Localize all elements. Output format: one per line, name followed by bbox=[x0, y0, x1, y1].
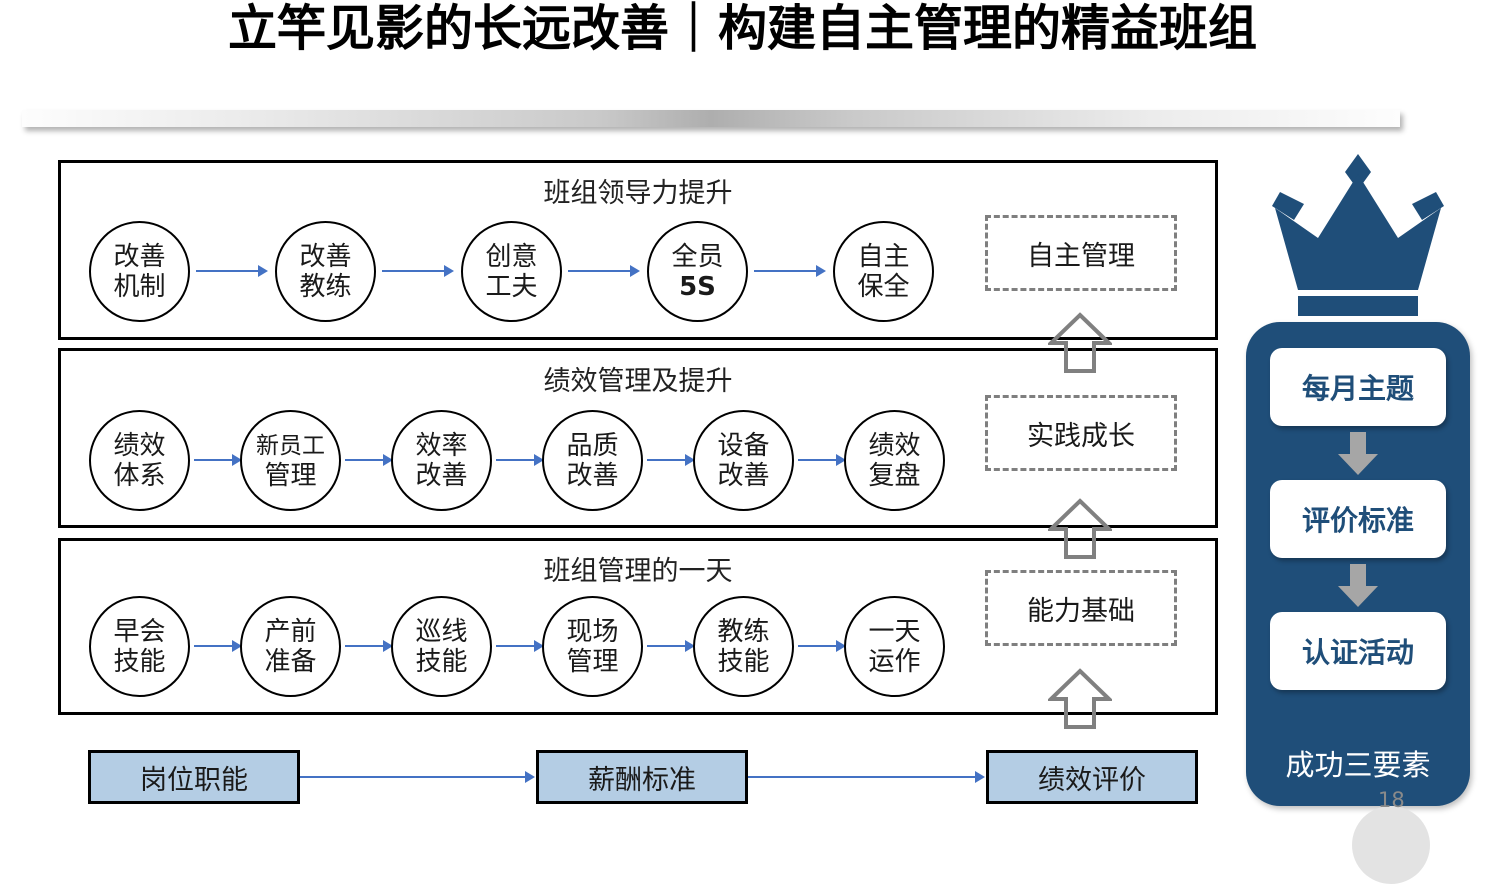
success-factors-panel: 每月主题 评价标准 认证活动 成功三要素 bbox=[1246, 322, 1470, 806]
node-circle[interactable]: 一天 运作 bbox=[844, 596, 945, 697]
node-circle[interactable]: 绩效 复盘 bbox=[844, 410, 945, 511]
bottom-box[interactable]: 薪酬标准 bbox=[536, 750, 748, 804]
flow-arrow bbox=[345, 640, 393, 652]
node-circle[interactable]: 早会 技能 bbox=[89, 596, 190, 697]
row-title: 绩效管理及提升 bbox=[543, 366, 733, 397]
node-line2: 改善 bbox=[415, 460, 468, 491]
row-title: 班组领导力提升 bbox=[543, 178, 733, 209]
flow-arrow bbox=[798, 454, 846, 466]
panel-label: 成功三要素 bbox=[1285, 748, 1431, 782]
node-line1: 改善 bbox=[113, 241, 166, 272]
node-line2: 复盘 bbox=[868, 460, 921, 491]
flow-arrow bbox=[194, 640, 242, 652]
node-circle[interactable]: 改善 机制 bbox=[89, 221, 190, 322]
node-line1: 全员 bbox=[671, 241, 724, 272]
node-line1: 效率 bbox=[415, 430, 468, 461]
result-box: 自主管理 bbox=[985, 215, 1177, 291]
node-line2: 运作 bbox=[868, 646, 921, 677]
bottom-box[interactable]: 岗位职能 bbox=[88, 750, 300, 804]
node-line1: 新员工 bbox=[256, 432, 325, 459]
crown-icon bbox=[1258, 150, 1458, 320]
node-circle[interactable]: 绩效 体系 bbox=[89, 410, 190, 511]
node-circle[interactable]: 全员 5S bbox=[647, 221, 748, 322]
node-line1: 绩效 bbox=[868, 430, 921, 461]
node-line1: 创意 bbox=[485, 241, 538, 272]
node-line2: 体系 bbox=[113, 460, 166, 491]
up-arrow-icon bbox=[1048, 312, 1112, 374]
flow-arrow bbox=[647, 454, 695, 466]
panel-card[interactable]: 认证活动 bbox=[1270, 612, 1446, 690]
node-line2: 技能 bbox=[415, 646, 468, 677]
node-circle[interactable]: 产前 准备 bbox=[240, 596, 341, 697]
node-line2: 改善 bbox=[566, 460, 619, 491]
up-arrow-icon bbox=[1048, 668, 1112, 730]
node-circle[interactable]: 品质 改善 bbox=[542, 410, 643, 511]
page-decoration-circle bbox=[1352, 806, 1430, 884]
flow-arrow bbox=[496, 640, 544, 652]
node-line1: 现场 bbox=[566, 616, 619, 647]
node-line1: 设备 bbox=[717, 430, 770, 461]
flow-arrow bbox=[345, 454, 393, 466]
title-divider-bar bbox=[22, 110, 1400, 127]
node-circle[interactable]: 创意 工夫 bbox=[461, 221, 562, 322]
node-circle[interactable]: 自主 保全 bbox=[833, 221, 934, 322]
flow-arrow bbox=[754, 265, 826, 277]
node-line2: 管理 bbox=[264, 460, 317, 491]
node-line2: 保全 bbox=[857, 271, 910, 302]
node-line2: 技能 bbox=[113, 646, 166, 677]
bottom-flow-arrow bbox=[748, 771, 986, 783]
node-circle[interactable]: 效率 改善 bbox=[391, 410, 492, 511]
flow-arrow bbox=[194, 454, 242, 466]
node-line1: 自主 bbox=[857, 241, 910, 272]
page-number: 18 bbox=[1378, 788, 1405, 812]
node-line2: 教练 bbox=[299, 271, 352, 302]
node-line2: 准备 bbox=[264, 646, 317, 677]
node-circle[interactable]: 改善 教练 bbox=[275, 221, 376, 322]
result-box: 能力基础 bbox=[985, 570, 1177, 646]
node-line1: 品质 bbox=[566, 430, 619, 461]
row-title: 班组管理的一天 bbox=[543, 556, 733, 587]
result-box: 实践成长 bbox=[985, 395, 1177, 471]
flow-arrow bbox=[196, 265, 268, 277]
down-arrow-icon bbox=[1336, 564, 1380, 608]
node-line2: 机制 bbox=[113, 271, 166, 302]
flow-arrow bbox=[568, 265, 640, 277]
flow-arrow bbox=[382, 265, 454, 277]
node-line1: 改善 bbox=[299, 241, 352, 272]
node-line1: 教练 bbox=[717, 616, 770, 647]
node-line2: 工夫 bbox=[485, 271, 538, 302]
bottom-flow-arrow bbox=[300, 771, 536, 783]
up-arrow-icon bbox=[1048, 498, 1112, 560]
node-line2: 5S bbox=[679, 271, 716, 302]
node-line2: 改善 bbox=[717, 460, 770, 491]
node-circle[interactable]: 教练 技能 bbox=[693, 596, 794, 697]
node-circle[interactable]: 现场 管理 bbox=[542, 596, 643, 697]
node-line2: 技能 bbox=[717, 646, 770, 677]
panel-card[interactable]: 评价标准 bbox=[1270, 480, 1446, 558]
node-line1: 一天 bbox=[868, 616, 921, 647]
slide-canvas: 立竿见影的长远改善｜构建自主管理的精益班组 班组领导力提升 改善 机制 改善 教… bbox=[22, 0, 1470, 884]
flow-arrow bbox=[798, 640, 846, 652]
node-line1: 绩效 bbox=[113, 430, 166, 461]
node-line1: 产前 bbox=[264, 616, 317, 647]
page-title: 立竿见影的长远改善｜构建自主管理的精益班组 bbox=[227, 0, 1257, 57]
flow-arrow bbox=[647, 640, 695, 652]
node-line1: 巡线 bbox=[415, 616, 468, 647]
node-circle[interactable]: 设备 改善 bbox=[693, 410, 794, 511]
down-arrow-icon bbox=[1336, 432, 1380, 476]
panel-card[interactable]: 每月主题 bbox=[1270, 348, 1446, 426]
flow-arrow bbox=[496, 454, 544, 466]
node-line1: 早会 bbox=[113, 616, 166, 647]
bottom-box[interactable]: 绩效评价 bbox=[986, 750, 1198, 804]
node-circle[interactable]: 新员工 管理 bbox=[240, 410, 341, 511]
node-line2: 管理 bbox=[566, 646, 619, 677]
node-circle[interactable]: 巡线 技能 bbox=[391, 596, 492, 697]
